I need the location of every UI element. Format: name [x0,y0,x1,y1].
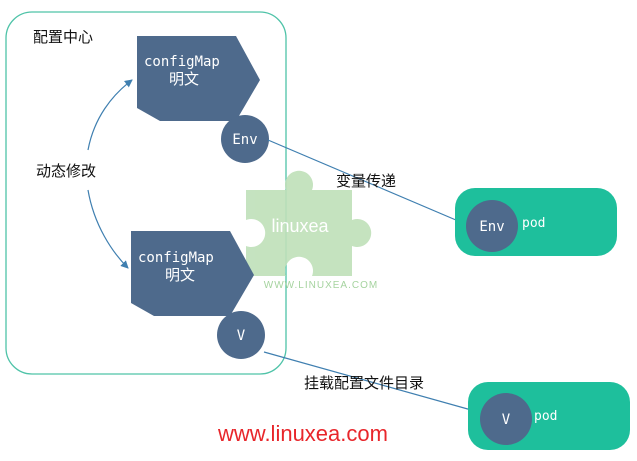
configmap-name-2: configMap [138,250,214,266]
watermark-logo: linuxea WWW.LINUXEA.COM [246,170,378,291]
configmap-shape-1 [137,36,260,121]
watermark-logo-text: linuxea [271,216,329,236]
configmap-desc-2: 明文 [165,266,195,284]
pod-env-badge-label: Env [479,219,504,235]
env-mount-label: Env [232,132,257,148]
volume-mount-label: V [237,328,246,344]
config-center-title: 配置中心 [33,28,93,46]
var-pass-label: 变量传递 [336,172,396,190]
pod-volume-badge-label: V [502,412,511,428]
pod-volume-badge [480,393,532,445]
env-to-pod-arrow [267,139,471,227]
configmap-name-1: configMap [144,54,220,70]
watermark-site: WWW.LINUXEA.COM [264,280,378,291]
site-url-watermark: www.linuxea.com [217,421,388,446]
dynamic-edit-arrow-down [87,189,129,269]
dynamic-edit-arrow-up [87,79,133,151]
pod-name-2: pod [534,409,557,424]
volume-mount-circle [217,311,265,359]
pod-name-1: pod [522,216,545,231]
configmap-desc-1: 明文 [169,70,199,88]
configmap-shape-2 [131,231,254,316]
dynamic-edit-label: 动态修改 [36,162,96,180]
env-mount-circle [221,115,269,163]
mount-dir-label: 挂载配置文件目录 [304,374,424,392]
volume-to-pod-arrow [263,351,483,415]
pod-env-badge [466,200,518,252]
